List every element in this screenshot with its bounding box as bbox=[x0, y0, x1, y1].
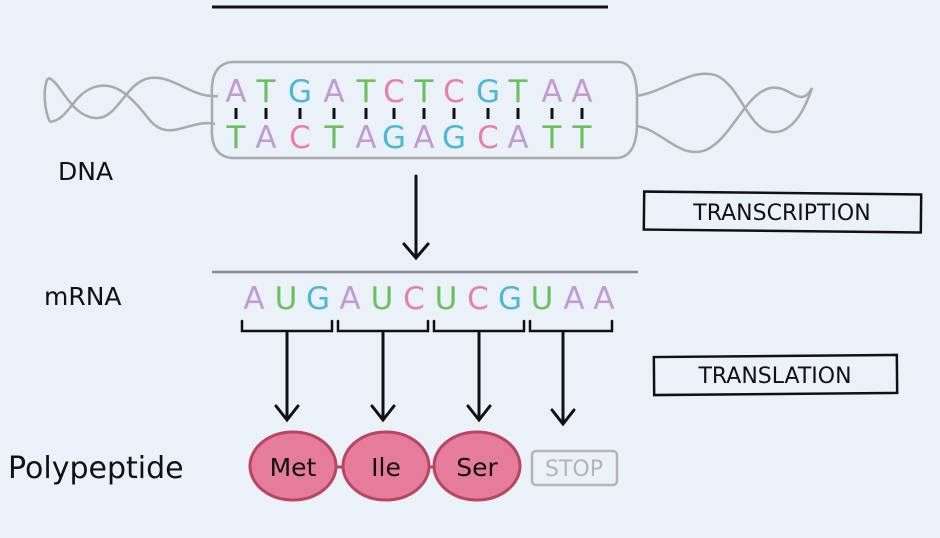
mrna-base-7: C bbox=[467, 281, 489, 317]
dna-bottom-base-3: T bbox=[324, 120, 345, 156]
mrna-base-10: A bbox=[563, 281, 584, 317]
dna-base-pair-ticks bbox=[234, 108, 584, 119]
mrna-label: mRNA bbox=[44, 282, 122, 311]
dna-top-base-10: A bbox=[541, 74, 562, 110]
dna-bottom-base-7: G bbox=[442, 120, 466, 156]
dna-bottom-base-0: T bbox=[226, 120, 247, 156]
transcription-label: TRANSCRIPTION bbox=[692, 201, 870, 226]
residue-ile: Ile bbox=[341, 430, 431, 502]
dna-label: DNA bbox=[58, 157, 113, 186]
residue-met: Met bbox=[248, 430, 338, 502]
mrna-base-2: G bbox=[306, 281, 330, 317]
codon-brackets bbox=[240, 319, 614, 333]
mrna-base-4: U bbox=[371, 281, 394, 317]
residue-ser-label: Ser bbox=[456, 453, 498, 482]
mrna-base-9: U bbox=[531, 281, 554, 317]
arrow-to-met bbox=[274, 331, 300, 423]
dna-bottom-base-1: A bbox=[255, 120, 276, 156]
residue-ile-label: Ile bbox=[371, 453, 401, 482]
dna-top-base-8: G bbox=[476, 74, 500, 110]
mrna-base-1: U bbox=[275, 281, 298, 317]
stop-label: STOP bbox=[545, 457, 603, 482]
dna-top-base-5: C bbox=[383, 74, 405, 110]
dna-bubble bbox=[210, 60, 639, 160]
dna-top-base-0: A bbox=[225, 74, 246, 110]
dna-bottom-base-8: C bbox=[477, 120, 499, 156]
dna-bottom-base-11: T bbox=[572, 120, 593, 156]
dna-bottom-base-6: A bbox=[413, 120, 434, 156]
transcription-arrow bbox=[402, 174, 430, 261]
dna-top-base-1: T bbox=[256, 74, 277, 110]
mrna-base-8: G bbox=[498, 281, 522, 317]
dna-helix-left bbox=[43, 76, 219, 132]
mrna-base-6: U bbox=[435, 281, 458, 317]
codon-bracket-2 bbox=[336, 319, 430, 333]
dna-top-base-6: T bbox=[414, 74, 435, 110]
residue-ser: Ser bbox=[432, 430, 522, 502]
codon-bracket-3 bbox=[432, 319, 526, 333]
dna-top-base-3: A bbox=[323, 74, 344, 110]
mrna-base-0: A bbox=[243, 281, 264, 317]
mrna-base-5: C bbox=[403, 281, 425, 317]
residue-met-label: Met bbox=[270, 453, 317, 482]
mrna-base-3: A bbox=[339, 281, 360, 317]
dna-top-base-4: T bbox=[356, 74, 377, 110]
codon-bracket-4 bbox=[528, 319, 614, 333]
dna-top-base-7: C bbox=[443, 74, 465, 110]
dna-bottom-base-10: T bbox=[542, 120, 563, 156]
stop-marker: STOP bbox=[530, 449, 619, 487]
dna-top-base-9: T bbox=[508, 74, 529, 110]
translation-label: TRANSLATION bbox=[697, 364, 851, 389]
dna-bottom-base-9: A bbox=[507, 120, 528, 156]
dna-top-base-2: G bbox=[288, 74, 312, 110]
polypeptide-label: Polypeptide bbox=[8, 451, 184, 486]
mrna-base-11: A bbox=[593, 281, 614, 317]
dna-bottom-base-4: A bbox=[355, 120, 376, 156]
arrow-to-ile bbox=[370, 331, 396, 423]
translation-arrows bbox=[274, 331, 576, 427]
codon-bracket-1 bbox=[240, 319, 334, 333]
dna-bottom-base-2: C bbox=[289, 120, 311, 156]
arrow-to-stop bbox=[550, 331, 576, 427]
dna-top-base-11: A bbox=[571, 74, 592, 110]
dna-helix-right bbox=[635, 72, 814, 154]
arrow-to-ser bbox=[466, 331, 492, 423]
translation-box: TRANSLATION bbox=[652, 353, 899, 397]
dna-bottom-base-5: G bbox=[382, 120, 406, 156]
transcription-box: TRANSCRIPTION bbox=[642, 190, 923, 234]
